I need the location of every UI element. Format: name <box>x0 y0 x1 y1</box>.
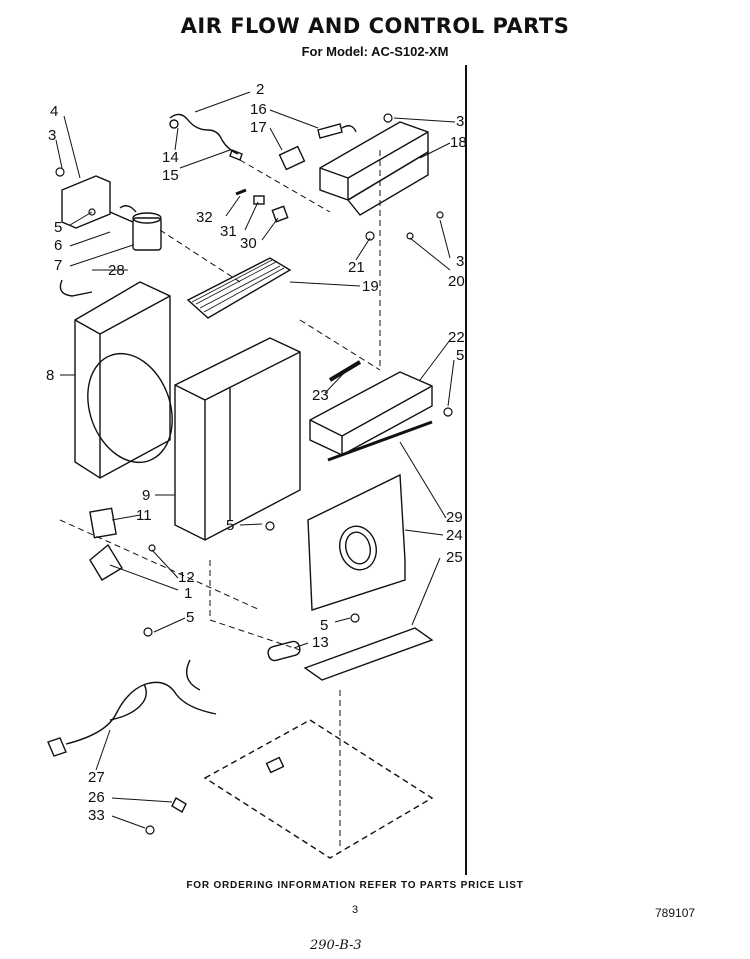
fan-shroud-part <box>59 279 173 479</box>
part-31 <box>253 195 265 205</box>
rail-part <box>303 627 434 681</box>
callout-27: 27 <box>88 769 105 786</box>
capillary-tube-part <box>169 113 239 155</box>
callout-29: 29 <box>446 509 463 526</box>
callout-15: 15 <box>162 167 179 184</box>
switch-part <box>278 145 306 171</box>
callout-2: 2 <box>256 81 264 98</box>
spacer-part <box>267 640 301 662</box>
callout-12: 12 <box>178 569 195 586</box>
base-tray-part <box>203 719 434 859</box>
callout-16: 16 <box>250 101 267 118</box>
motor-part <box>109 205 162 251</box>
callout-13: 13 <box>312 634 329 651</box>
front-panel-part <box>307 473 406 611</box>
model-subtitle: For Model: AC-S102-XM <box>301 44 449 59</box>
callout-18: 18 <box>450 134 467 151</box>
cover-part <box>89 543 123 581</box>
callout-30: 30 <box>240 235 257 252</box>
main-housing-part <box>174 337 301 541</box>
callout-5a: 5 <box>54 219 62 236</box>
page-title: AIR FLOW AND CONTROL PARTS <box>180 14 570 38</box>
callout-19: 19 <box>362 278 379 295</box>
screw-part <box>55 113 453 835</box>
rod-part <box>327 420 433 462</box>
document-number: 789107 <box>655 906 696 920</box>
callout-17: 17 <box>250 119 267 136</box>
drain-pan-part <box>309 371 433 456</box>
callout-31: 31 <box>220 223 237 240</box>
callout-33: 33 <box>88 807 105 824</box>
part-32 <box>235 188 247 196</box>
callout-8: 8 <box>46 367 54 384</box>
callout-1: 1 <box>184 585 192 602</box>
callout-11: 11 <box>136 507 152 524</box>
callout-5c: 5 <box>226 517 234 534</box>
control-bracket-part <box>319 121 429 216</box>
callout-7: 7 <box>54 257 62 274</box>
callout-22: 22 <box>448 329 465 346</box>
callout-28: 28 <box>108 262 125 279</box>
clip-part <box>171 797 187 813</box>
callout-3b: 3 <box>456 113 464 130</box>
coil-part <box>186 257 292 319</box>
callout-21: 21 <box>348 259 365 276</box>
ordering-note: FOR ORDERING INFORMATION REFER TO PARTS … <box>186 880 524 891</box>
callout-20: 20 <box>448 273 465 290</box>
callout-26: 26 <box>88 789 105 806</box>
callout-25: 25 <box>446 549 463 566</box>
callout-6: 6 <box>54 237 62 254</box>
bracket-part <box>89 507 117 539</box>
callout-14: 14 <box>162 149 179 166</box>
callout-5b: 5 <box>456 347 464 364</box>
callout-9: 9 <box>142 487 150 504</box>
handwritten-note: 290-B-3 <box>310 938 362 953</box>
callout-3a: 3 <box>48 127 56 144</box>
callout-3c: 3 <box>456 253 464 270</box>
part-30 <box>271 205 289 223</box>
thermostat-part <box>317 123 357 139</box>
callout-4: 4 <box>50 103 58 120</box>
callout-32: 32 <box>196 209 213 226</box>
motor-bracket-part <box>61 175 111 229</box>
power-cord-part <box>47 659 217 757</box>
callout-24: 24 <box>446 527 463 544</box>
callout-5e: 5 <box>320 617 328 634</box>
callout-5d: 5 <box>186 609 194 626</box>
page-number: 3 <box>352 904 359 916</box>
callout-23: 23 <box>312 387 329 404</box>
